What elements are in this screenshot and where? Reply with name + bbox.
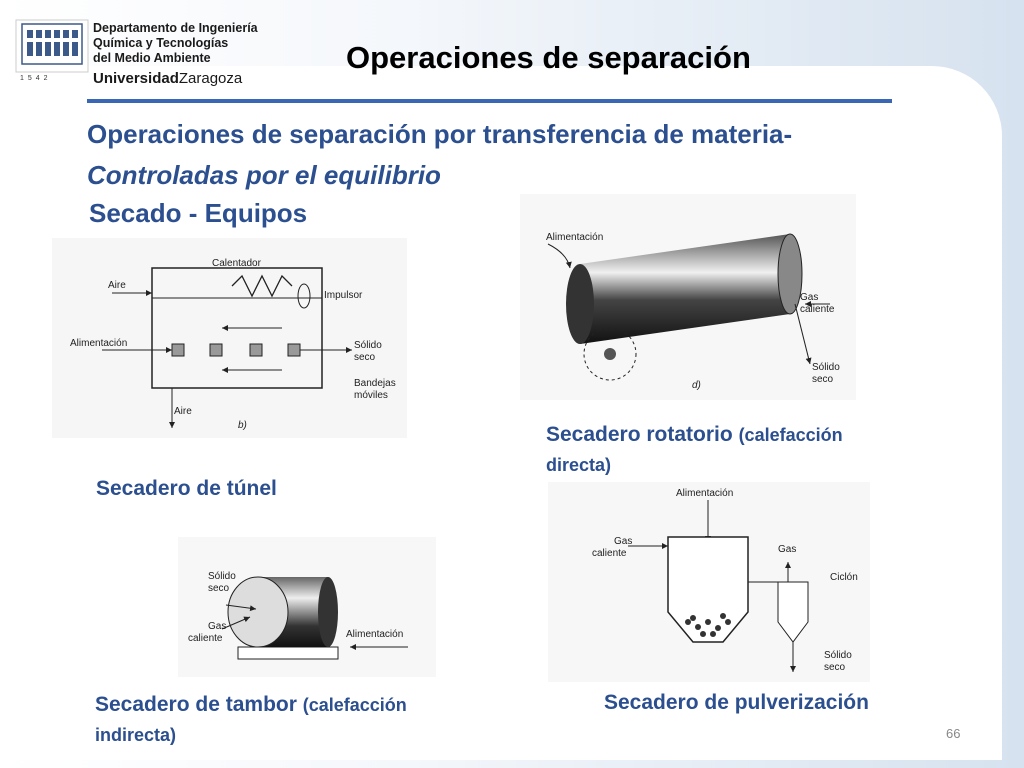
- lbl-calentador: Calentador: [212, 258, 262, 269]
- lbl-alimentacion: Alimentación: [346, 629, 403, 640]
- lbl-gas-in: Gas: [614, 536, 632, 547]
- lbl-moviles: móviles: [354, 390, 388, 401]
- dept-line-2: Química y Tecnologías: [93, 36, 229, 50]
- lbl-caliente: caliente: [800, 304, 835, 315]
- lbl-seco: seco: [208, 583, 230, 594]
- caption-rotary-note: (calefacción: [738, 425, 843, 445]
- lbl-aire-in: Aire: [108, 280, 126, 291]
- lbl-caliente: caliente: [188, 633, 223, 644]
- caption-rotary-line2: directa): [546, 455, 612, 475]
- caption-drum: Secadero de tambor (calefacción indirect…: [95, 690, 407, 750]
- lbl-solido: Sólido: [208, 571, 236, 582]
- spray-dryer-diagram: Alimentación Gas caliente Gas Ciclón Sól…: [548, 482, 870, 682]
- lbl-solido: Sólido: [354, 340, 382, 351]
- caption-drum-main: Secadero de tambor: [95, 693, 297, 716]
- lbl-alimentacion: Alimentación: [546, 232, 603, 243]
- lbl-solido: Sólido: [812, 362, 840, 373]
- rotary-dryer-diagram: Alimentación Gas caliente Sólido seco d): [520, 194, 856, 400]
- lbl-solido: Sólido: [824, 650, 852, 661]
- univ-rest: Zaragoza: [178, 70, 243, 87]
- lbl-aire-out: Aire: [174, 406, 192, 417]
- lbl-seco: seco: [354, 352, 376, 363]
- dept-line-3: del Medio Ambiente: [93, 51, 211, 65]
- caption-spray: Secadero de pulverización: [604, 691, 869, 714]
- caption-rotary-main: Secadero rotatorio: [546, 423, 733, 446]
- founding-year: 1542: [20, 75, 52, 82]
- lbl-seco: seco: [824, 662, 846, 673]
- tunnel-dryer-diagram: Calentador Aire Impulsor Alimentación Só…: [52, 238, 407, 438]
- drum-dryer-diagram: Sólido seco Gas caliente Alimentación: [178, 537, 436, 677]
- univ-bold: Universidad: [93, 70, 179, 87]
- caption-drum-line2: indirecta): [95, 725, 177, 745]
- university-name: UniversidadZaragoza: [93, 70, 242, 87]
- lbl-gas: Gas: [800, 292, 818, 303]
- lbl-bandejas: Bandejas: [354, 378, 396, 389]
- dept-line-1: Departamento de Ingeniería: [93, 21, 258, 35]
- heading-2: Controladas por el equilibrio: [87, 160, 441, 190]
- lbl-gas: Gas: [208, 621, 226, 632]
- lbl-gas-out: Gas: [778, 544, 796, 555]
- lbl-alimentacion: Alimentación: [70, 338, 127, 349]
- heading-1: Operaciones de separación por transferen…: [87, 119, 793, 149]
- lbl-caliente: caliente: [592, 548, 627, 559]
- logo-emblem-icon: [15, 19, 89, 73]
- department-name: Departamento de Ingeniería Química y Tec…: [93, 21, 258, 66]
- lbl-tag-b: b): [238, 420, 247, 431]
- caption-tunnel: Secadero de túnel: [96, 477, 277, 500]
- lbl-alimentacion: Alimentación: [676, 488, 733, 499]
- page-number: 66: [946, 726, 961, 741]
- caption-drum-note: (calefacción: [302, 695, 407, 715]
- university-logo: [12, 16, 270, 96]
- lbl-seco: seco: [812, 374, 834, 385]
- caption-rotary: Secadero rotatorio (calefacción directa): [546, 420, 843, 480]
- lbl-tag-d: d): [692, 380, 701, 391]
- lbl-impulsor: Impulsor: [324, 290, 363, 301]
- title-divider: [87, 99, 892, 103]
- slide-title: Operaciones de separación: [346, 40, 751, 75]
- lbl-ciclon: Ciclón: [830, 572, 858, 583]
- heading-3: Secado - Equipos: [89, 198, 308, 228]
